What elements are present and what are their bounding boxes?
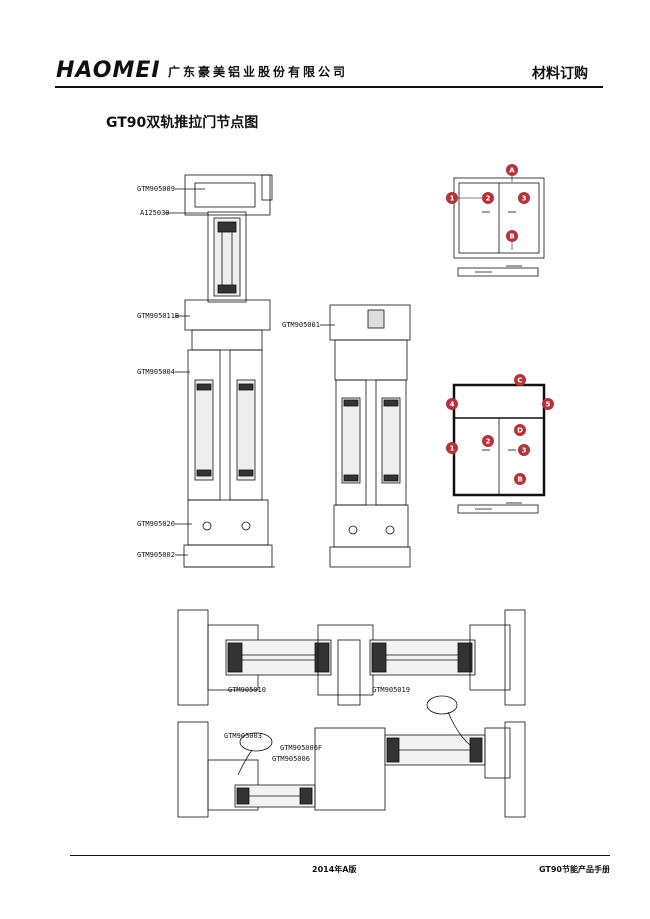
marker-a: A [509, 167, 515, 175]
label-gtm905003: GTM905003 [224, 732, 262, 740]
marker-4: 4 [450, 401, 455, 409]
marker-2: 2 [486, 195, 491, 203]
middle-vertical-section [320, 304, 411, 568]
label-gtm905001: GTM905001 [282, 321, 320, 329]
label-gtm905006: GTM905006 [272, 755, 310, 763]
markers-top: A 1 2 3 B [446, 164, 530, 250]
label-gtm905011b: GTM905011B [137, 312, 179, 320]
label-gtm905019: GTM905019 [372, 686, 410, 694]
marker-1b: 1 [450, 445, 455, 453]
haomei-logo: HAOMEI [56, 58, 161, 83]
label-gtm905006f: GTM905006F [280, 744, 322, 752]
marker-3b: 3 [522, 447, 527, 455]
page-header: HAOMEI 广东豪美铝业股份有限公司 材料订购 [0, 0, 650, 90]
footer-rule [70, 855, 610, 856]
top-right-elevation [453, 177, 545, 277]
marker-5: 5 [546, 401, 551, 409]
header-rule [55, 86, 603, 88]
company-name: 广东豪美铝业股份有限公司 [168, 65, 349, 79]
marker-d: D [517, 427, 523, 435]
label-gtm905009: GTM905009 [137, 185, 175, 193]
marker-2b: 2 [486, 438, 491, 446]
markers-bottom: C 4 5 D 1 2 3 B [446, 374, 554, 485]
label-gtm905010: GTM905010 [228, 686, 266, 694]
marker-1: 1 [450, 195, 455, 203]
horizontal-section-2 [177, 695, 526, 818]
edition-text: 2014年A版 [312, 865, 357, 874]
section-title: 材料订购 [532, 66, 588, 82]
label-gtm905004: GTM905004 [137, 368, 175, 376]
manual-title: GT90节能产品手册 [538, 865, 610, 874]
marker-b: B [509, 233, 514, 241]
horizontal-section-1 [177, 609, 526, 706]
left-vertical-section [165, 174, 275, 568]
marker-c: C [517, 377, 522, 385]
label-a125030: A125030 [140, 209, 170, 217]
marker-bb: B [517, 476, 522, 484]
page-title: GT90双轨推拉门节点图 [106, 115, 259, 131]
marker-3: 3 [522, 195, 527, 203]
label-gtm905020: GTM905020 [137, 520, 175, 528]
bottom-right-elevation [452, 383, 546, 514]
label-gtm905002: GTM905002 [137, 551, 175, 559]
